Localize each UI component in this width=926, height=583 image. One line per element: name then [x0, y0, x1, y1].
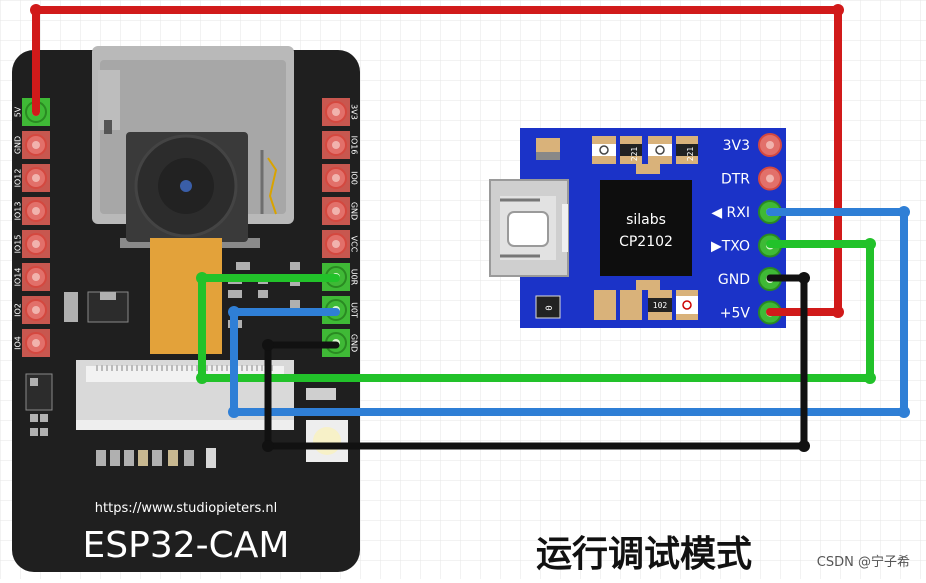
esp32-pin-right-3 — [322, 197, 350, 225]
esp32-pin-label-left-7: IO4 — [14, 336, 23, 350]
esp32-pin-left-3 — [22, 197, 50, 225]
esp32-pin-right-0 — [322, 98, 350, 126]
resistor-label-3: 102 — [653, 301, 668, 310]
chip-brand: silabs — [626, 212, 666, 228]
esp32-pin-label-left-2: IO12 — [14, 169, 23, 188]
esp32-pin-left-7 — [22, 329, 50, 357]
watermark: CSDN @宁子希 — [817, 554, 910, 570]
esp32-board-name: ESP32-CAM — [83, 525, 290, 566]
esp32-pin-label-left-0: 5V — [14, 106, 23, 117]
resistor-label-1: 221 — [630, 147, 639, 162]
esp32-pin-left-2 — [22, 164, 50, 192]
esp32-pin-left-4 — [22, 230, 50, 258]
esp32-pin-label-right-4: VCC — [350, 236, 359, 253]
wire-u0r-green — [198, 240, 874, 382]
module-pin-label-0: 3V3 — [723, 138, 750, 154]
esp32-pin-label-left-3: IO13 — [14, 202, 23, 221]
module-pin-label-1: DTR — [721, 172, 750, 188]
esp32-pin-label-right-5: U0R — [350, 269, 359, 286]
esp32-url-text: https://www.studiopieters.nl — [95, 501, 277, 516]
esp32-pin-label-left-4: IO15 — [14, 235, 23, 254]
fpc-connector — [76, 360, 294, 430]
module-pin-1 — [758, 166, 782, 191]
esp32-pin-label-right-0: 3V3 — [350, 104, 359, 120]
module-pin-label-3: ▶TXO — [711, 239, 750, 255]
esp32-pin-label-left-1: GND — [14, 136, 23, 154]
micro-usb-connector — [489, 179, 569, 277]
esp32-pin-label-right-6: U0T — [350, 302, 359, 318]
esp32-pin-label-right-7: GND — [350, 334, 359, 352]
esp32-pin-right-2 — [322, 164, 350, 192]
esp32-pin-label-left-6: IO2 — [14, 303, 23, 317]
esp32-pin-right-1 — [322, 131, 350, 159]
camera-flex-cable — [150, 238, 222, 354]
cp2102-chip: silabs CP2102 — [600, 180, 692, 276]
esp32-pin-left-5 — [22, 263, 50, 291]
module-pin-label-5: +5V — [720, 306, 751, 322]
esp32-pin-right-4 — [322, 230, 350, 258]
esp32-pin-label-right-1: IO16 — [350, 136, 359, 155]
mode-caption: 运行调试模式 — [536, 534, 752, 575]
esp32-pin-label-left-5: IO14 — [14, 268, 23, 287]
esp32-pin-label-right-3: GND — [350, 202, 359, 220]
chip-model: CP2102 — [619, 234, 673, 250]
resistor-label-2: 221 — [686, 147, 695, 162]
pad-zero-label: 0 — [545, 305, 555, 310]
module-components — [535, 136, 698, 320]
wire-u0t-blue — [230, 208, 908, 416]
module-pin-label-2: ◀ RXI — [711, 205, 750, 221]
module-pin-label-4: GND — [718, 272, 750, 288]
wires — [30, 4, 910, 452]
module-pin-0 — [758, 133, 782, 157]
esp32-pin-left-6 — [22, 296, 50, 324]
esp32-pin-left-1 — [22, 131, 50, 159]
camera-module — [126, 132, 248, 242]
flash-led — [306, 420, 348, 462]
wire-joints — [30, 4, 910, 452]
esp32-pin-label-right-2: IO0 — [350, 171, 359, 185]
